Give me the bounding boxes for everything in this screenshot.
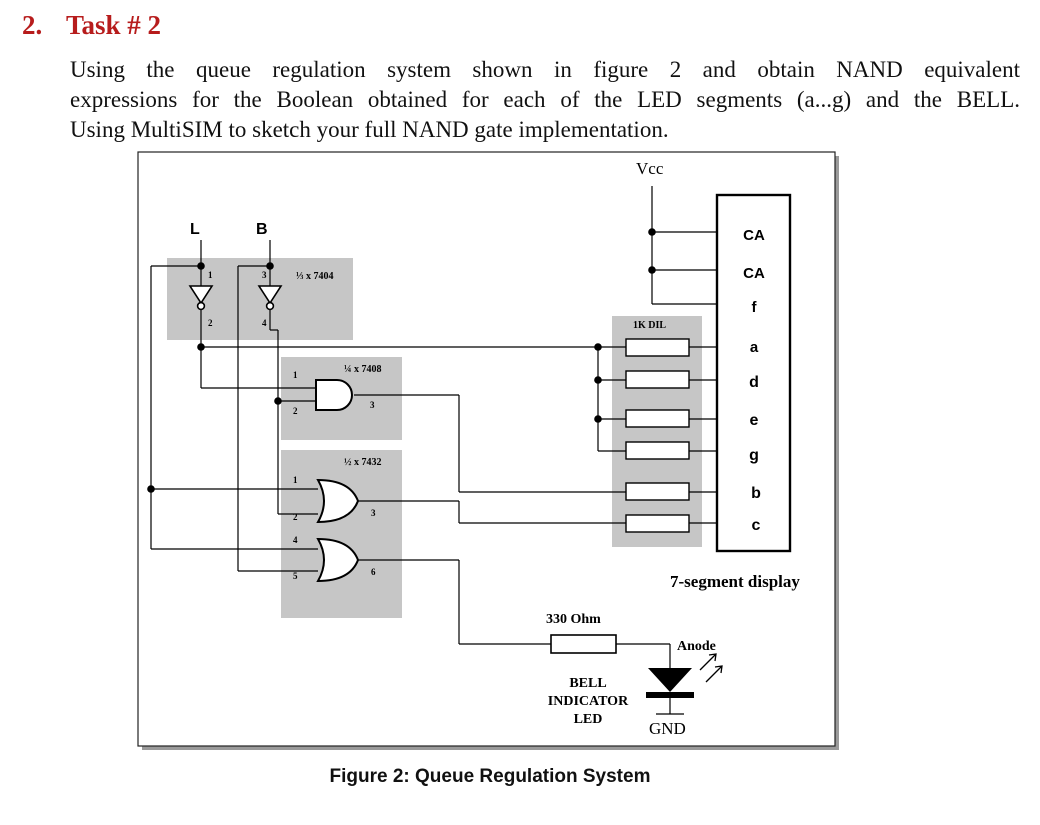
led-anode-label: Anode <box>677 639 716 654</box>
display-pin-g: g <box>749 447 759 464</box>
junction-vcc-ca2 <box>648 266 656 274</box>
inverter-gate-2 <box>257 285 283 305</box>
pin-and-in1: 1 <box>293 370 298 380</box>
task-number: 2. <box>22 10 43 40</box>
junction-e <box>594 415 602 423</box>
or-gate-2 <box>316 537 360 583</box>
vcc-label: Vcc <box>636 159 664 178</box>
description-line-2: expressions for the Boolean obtained for… <box>70 87 1020 112</box>
pin-or2-in1: 4 <box>293 535 298 545</box>
task-description: Using the queue regulation system shown … <box>70 55 1020 145</box>
gnd-label: GND <box>649 719 686 738</box>
description-line-1: Using the queue regulation system shown … <box>70 57 1020 82</box>
inverter-chip-label: ⅓ x 7404 <box>296 271 334 282</box>
pin-and-in2: 2 <box>293 406 298 416</box>
description-line-3: Using MultiSIM to sketch your full NAND … <box>70 117 669 142</box>
display-pin-ca-2: CA <box>743 265 765 282</box>
display-pin-b: b <box>751 485 761 502</box>
seven-segment-display <box>715 193 792 553</box>
pin-or2-out: 6 <box>371 567 376 577</box>
junction-vcc-ca1 <box>648 228 656 236</box>
display-pin-ca-1: CA <box>743 227 765 244</box>
pin-or1-out: 3 <box>371 508 376 518</box>
bell-label-line-2: INDICATOR <box>548 694 629 709</box>
pin-and-out: 3 <box>370 400 375 410</box>
led-cathode-bar <box>646 692 694 698</box>
display-pin-e: e <box>750 412 759 429</box>
pin-or1-in2: 2 <box>293 512 298 522</box>
bell-label-line-3: LED <box>574 712 603 727</box>
resistor-g <box>625 441 690 460</box>
pin-inv1-out: 2 <box>208 318 213 328</box>
display-label: 7-segment display <box>670 572 800 591</box>
resistor-b <box>625 482 690 501</box>
or-chip-box <box>281 450 402 618</box>
pin-or1-in1: 1 <box>293 475 298 485</box>
resistor-a <box>625 338 690 357</box>
junction-d <box>594 376 602 384</box>
and-gate <box>315 379 353 411</box>
input-label-b: B <box>256 221 268 238</box>
resistor-array-label: 1K DIL <box>633 320 666 331</box>
task-title: Task # 2 <box>66 10 162 40</box>
inverter-gate-1 <box>188 285 214 305</box>
resistor-e <box>625 409 690 428</box>
pin-inv2-in: 3 <box>262 270 267 280</box>
or-chip-label: ½ x 7432 <box>344 457 382 468</box>
figure-caption: Figure 2: Queue Regulation System <box>329 766 651 787</box>
junction-not-l <box>197 343 205 351</box>
input-label-l: L <box>190 221 200 238</box>
led-light-arrows <box>699 653 723 683</box>
pin-inv1-in: 1 <box>208 270 213 280</box>
and-chip-label: ¼ x 7408 <box>344 364 382 375</box>
bell-resistor-label: 330 Ohm <box>546 612 601 627</box>
bell-label-line-1: BELL <box>569 676 606 691</box>
display-pin-c: c <box>752 517 761 534</box>
inverter-bubble-2 <box>265 301 275 311</box>
resistor-c <box>625 514 690 533</box>
pin-or2-in2: 5 <box>293 571 298 581</box>
junction-not-b <box>274 397 282 405</box>
bell-resistor <box>550 634 617 654</box>
pin-inv2-out: 4 <box>262 318 267 328</box>
junction-l-or1 <box>147 485 155 493</box>
display-pin-a: a <box>750 339 759 356</box>
junction-a <box>594 343 602 351</box>
inverter-bubble-1 <box>196 301 206 311</box>
resistor-d <box>625 370 690 389</box>
junction-b <box>266 262 274 270</box>
junction-l <box>197 262 205 270</box>
or-gate-1 <box>316 478 360 524</box>
bell-led <box>648 668 692 692</box>
display-pin-f: f <box>752 299 758 316</box>
display-pin-d: d <box>749 374 759 391</box>
